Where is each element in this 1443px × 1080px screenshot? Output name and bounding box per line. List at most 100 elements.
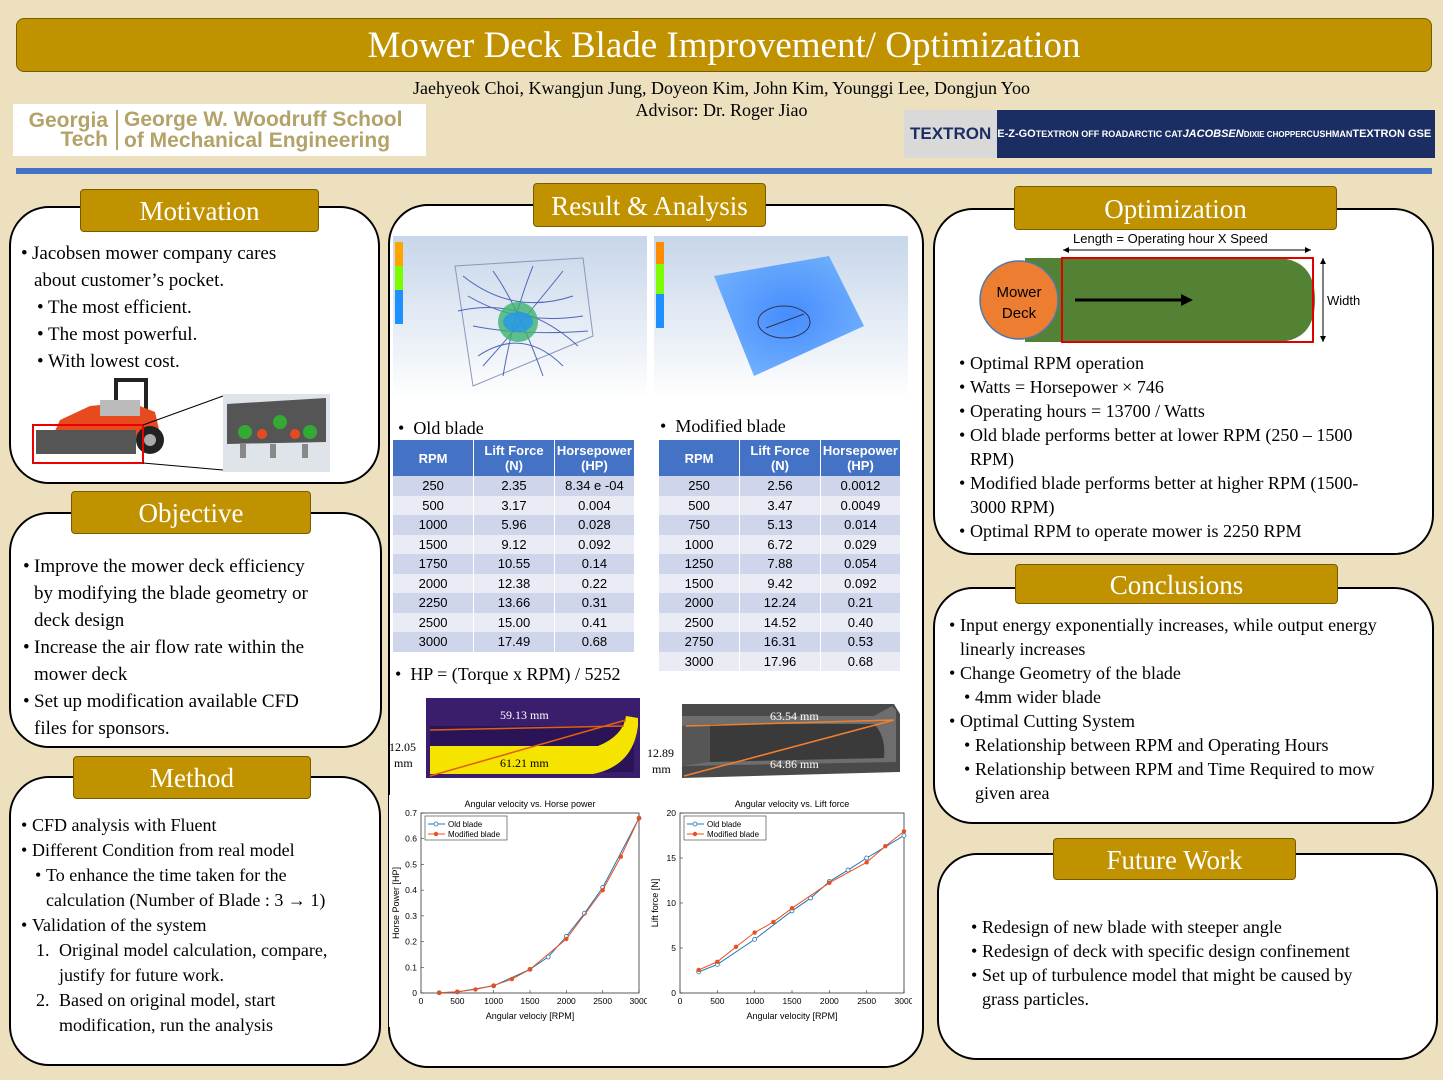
table-cell: 2.56	[739, 476, 821, 496]
table-cell: 0.53	[820, 632, 902, 652]
table-cell: 0.028	[554, 515, 636, 535]
motivation-sub3: With lowest cost.	[37, 348, 388, 375]
table-cell: 2.35	[473, 476, 555, 496]
x-tick-label: 0	[419, 996, 424, 1006]
optimization-item: Optimal RPM to operate mower is 2250 RPM	[959, 519, 1420, 543]
length-label: Length = Operating hour X Speed	[1073, 231, 1268, 246]
col-header-hp: Horsepower (HP)	[554, 440, 636, 476]
future-work-list: Redesign of new blade with steeper angle…	[971, 915, 1422, 1011]
optimization-item: Old blade performs better at lower RPM (…	[959, 423, 1420, 447]
future-work-heading: Future Work	[1053, 838, 1296, 880]
table-cell: 14.52	[739, 612, 821, 632]
mower-illustration	[32, 378, 330, 472]
old-blade-cross-section: 59.13 mm 61.21 mm 12.05 mm	[389, 698, 640, 778]
area-outline	[1061, 257, 1314, 343]
legend-box	[683, 815, 767, 841]
legend-label: Modified blade	[707, 830, 760, 839]
table-cell: 1000	[659, 534, 741, 554]
table-cell: 1750	[393, 554, 475, 574]
mower-photo	[36, 378, 164, 454]
x-tick-label: 2500	[593, 996, 612, 1006]
cfd-velocity-streamlines	[393, 236, 647, 400]
data-point	[600, 887, 605, 893]
data-point	[789, 906, 795, 911]
objective-item: Increase the air flow rate within the	[23, 634, 379, 661]
data-point	[733, 944, 739, 950]
chart-title: Angular velocity vs. Horse power	[464, 799, 595, 809]
table-cell: 2500	[393, 612, 475, 632]
table-cell: 6.72	[739, 534, 821, 554]
sponsor-logo: TEXTRON OFF ROAD	[1035, 129, 1129, 139]
method-list: CFD analysis with Fluent Different Condi…	[21, 813, 377, 1038]
objective-item-cont: files for sponsors.	[34, 718, 170, 739]
optimization-heading: Optimization	[1014, 186, 1337, 230]
x-tick-label: 500	[710, 996, 724, 1006]
conclusion-item: Optimal Cutting System	[949, 709, 1430, 733]
table-cell: 10.55	[473, 554, 555, 574]
mod-dim-side: 12.89	[647, 746, 674, 760]
chart-title: Angular velocity vs. Lift force	[735, 799, 850, 809]
table-cell: 3000	[659, 651, 741, 671]
sponsor-logo: E-Z-GO	[997, 128, 1036, 140]
x-tick-label: 0	[678, 996, 683, 1006]
method-item: Validation of the system	[21, 913, 377, 938]
y-tick-label: 0.4	[405, 885, 417, 895]
legend-marker	[692, 821, 698, 827]
x-axis-label: Angular velocity [RPM]	[746, 1011, 837, 1021]
sponsor-logo: JACOBSEN	[1182, 128, 1244, 140]
mod-dim-side-unit: mm	[652, 762, 671, 776]
table-cell: 0.68	[554, 632, 636, 652]
motivation-sub1: The most efficient.	[37, 294, 388, 321]
table-cell: 9.42	[739, 573, 821, 593]
y-tick-label: 0.6	[405, 834, 417, 844]
objective-item-cont: deck design	[34, 610, 125, 631]
sponsor-logo-strip: TEXTRON E-Z-GO TEXTRON OFF ROAD ARCTIC C…	[904, 110, 1435, 158]
y-tick-label: 15	[667, 853, 677, 863]
x-tick-label: 3000	[895, 996, 912, 1006]
future-work-item: Set up of turbulence model that might be…	[971, 963, 1422, 987]
conclusion-subitem: Relationship between RPM and Time Requir…	[964, 757, 1443, 781]
x-tick-label: 2000	[557, 996, 576, 1006]
method-numbered-2: 2. Based on original model, start	[32, 988, 377, 1013]
sponsor-logo: TEXTRON GSE	[1352, 128, 1432, 140]
series-line	[439, 817, 640, 994]
data-point	[545, 954, 551, 960]
table-cell: 7.88	[739, 554, 821, 574]
optimization-item: Modified blade performs better at higher…	[959, 471, 1420, 495]
y-tick-label: 5	[671, 943, 676, 953]
col-header-hp: Horsepower (HP)	[820, 440, 902, 476]
method-numbered-1: 1. Original model calculation, compare,	[32, 938, 377, 963]
table-cell: 2750	[659, 632, 741, 652]
method-subitem: To enhance the time taken for the	[35, 863, 391, 888]
y-axis-label: Lift force [N]	[650, 879, 660, 928]
table-cell: 1500	[659, 573, 741, 593]
optimization-item: Watts = Horsepower × 746	[959, 375, 1420, 399]
conclusion-subitem: 4mm wider blade	[964, 685, 1443, 709]
y-axis-label: Horse Power [HP]	[391, 867, 401, 939]
table-cell: 13.66	[473, 593, 555, 613]
advisor: Advisor: Dr. Roger Jiao	[635, 100, 808, 120]
modified-blade-label: • Modified blade	[660, 416, 786, 436]
x-tick-label: 1000	[745, 996, 764, 1006]
y-tick-label: 10	[667, 898, 677, 908]
sponsor-logo: CUSHMAN	[1306, 129, 1353, 139]
data-point	[771, 919, 776, 925]
gt-logo-line2: Tech	[60, 128, 108, 151]
method-heading: Method	[73, 756, 311, 799]
method-item: CFD analysis with Fluent	[21, 813, 377, 838]
table-cell: 0.0012	[820, 476, 902, 496]
data-point	[901, 829, 907, 834]
future-work-item: Redesign of deck with specific design co…	[971, 939, 1422, 963]
table-cell: 1000	[393, 515, 475, 535]
col-header-lift: Lift Force (N)	[739, 440, 821, 476]
motivation-line2: about customer’s pocket.	[34, 270, 225, 291]
mower-deck-label-2: Deck	[1002, 305, 1037, 322]
table-cell: 0.014	[820, 515, 902, 535]
